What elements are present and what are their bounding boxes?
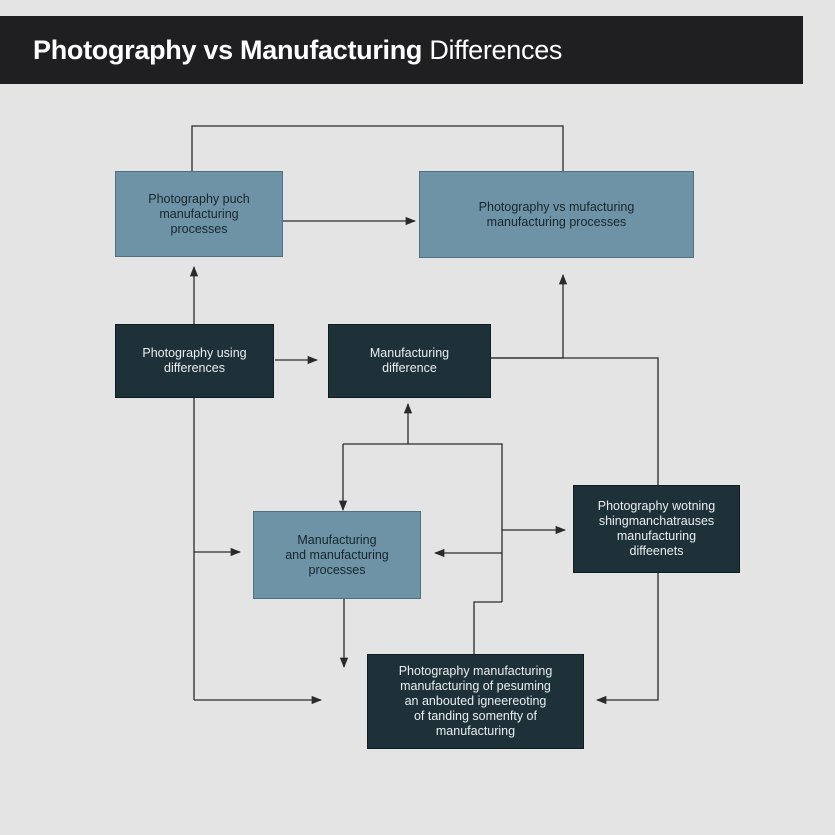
title-light-part: Differences	[422, 34, 563, 65]
node-label: Photography puch manufacturing processes	[148, 191, 250, 236]
node-manufacturing-processes: Manufacturing and manufacturing processe…	[253, 511, 421, 599]
connector-mid-n7	[473, 601, 502, 654]
node-photography-differences-right: Photography wotning shingmanchatrauses m…	[573, 485, 740, 573]
node-label: Photography vs mufacturing manufacturing…	[478, 199, 635, 229]
node-label: Manufacturing and manufacturing processe…	[285, 532, 389, 577]
node-label: Photography manufacturing manufacturing …	[398, 664, 553, 738]
node-photography-processes: Photography puch manufacturing processes	[115, 171, 283, 257]
node-photography-differences: Photography using differences	[115, 324, 274, 398]
node-label: Photography wotning shingmanchatrauses m…	[597, 499, 716, 558]
diagram-title: Photography vs Manufacturing Differences	[33, 35, 562, 66]
node-label: Photography using differences	[142, 346, 247, 375]
node-manufacturing-difference: Manufacturing difference	[328, 324, 491, 398]
node-photography-manufacturing-summary: Photography manufacturing manufacturing …	[367, 654, 584, 749]
connector-inner-loop	[343, 443, 503, 602]
connector-top-loop	[191, 125, 564, 172]
connector-n4-n2	[491, 273, 568, 359]
title-bar: Photography vs Manufacturing Differences	[0, 16, 803, 84]
node-photography-vs-manufacturing: Photography vs mufacturing manufacturing…	[419, 171, 694, 258]
node-label: Manufacturing difference	[369, 346, 450, 375]
title-bold-part: Photography vs Manufacturing	[33, 34, 423, 65]
